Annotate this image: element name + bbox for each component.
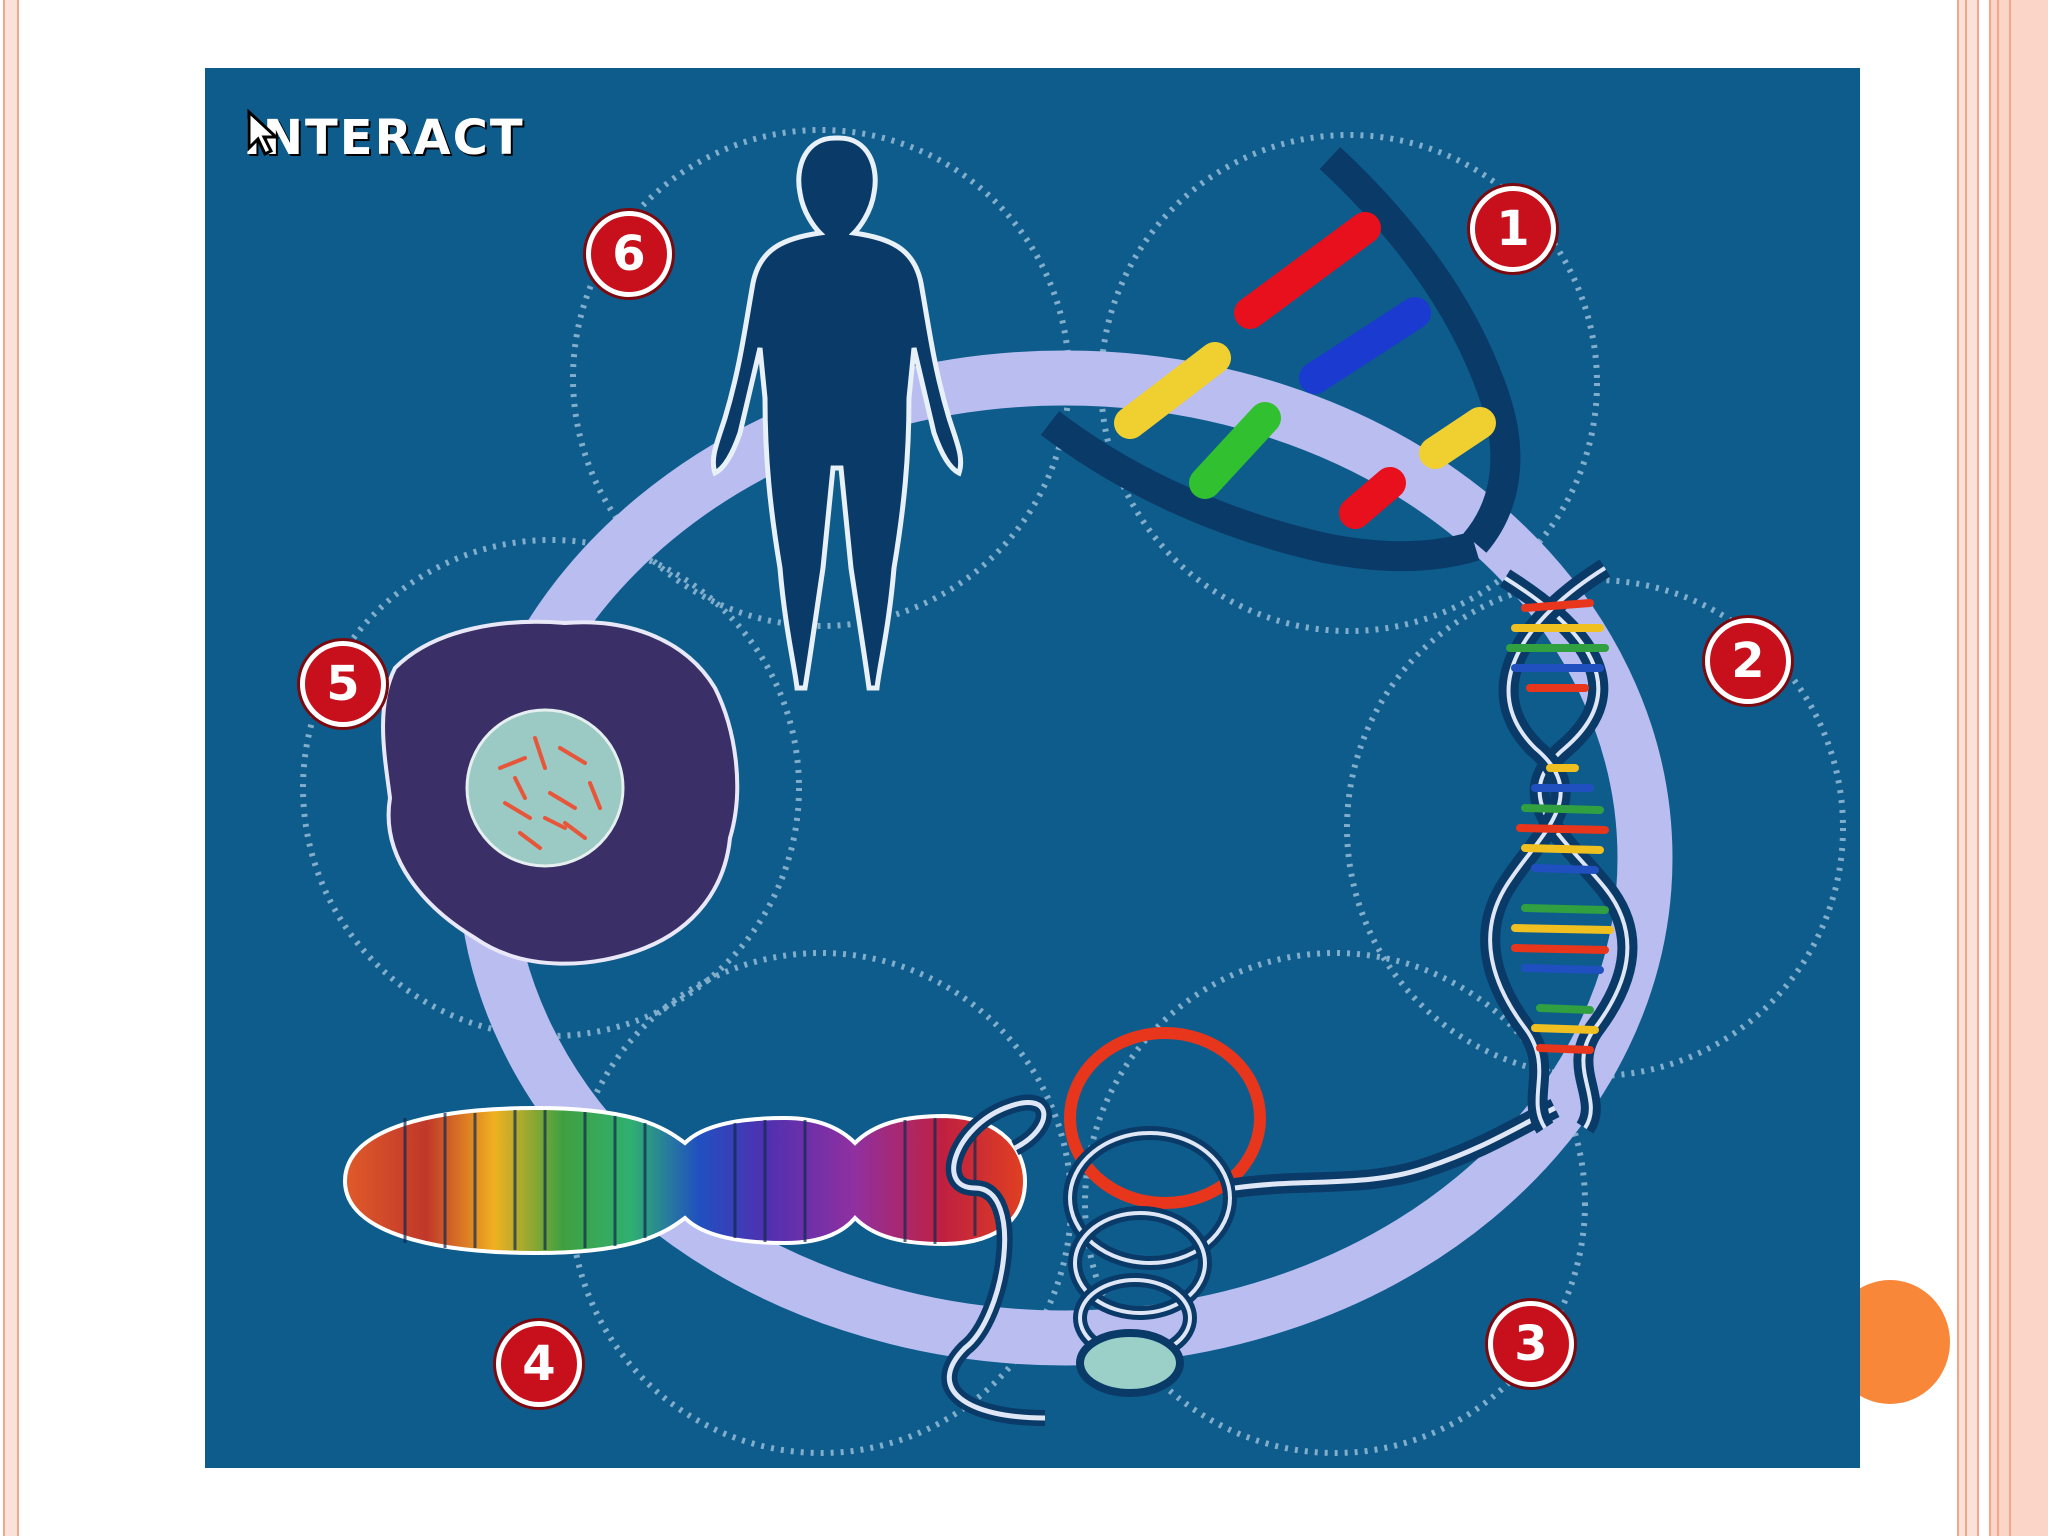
coiled-chromatin-icon <box>941 1027 1560 1426</box>
cell-nucleus-icon <box>381 619 740 966</box>
figure-artwork <box>300 127 1846 1456</box>
chromosome-icon <box>342 1105 1028 1256</box>
double-helix-icon <box>1480 559 1638 1134</box>
step-badge-4[interactable]: 4 <box>496 1321 582 1407</box>
step-badge-3[interactable]: 3 <box>1488 1301 1574 1387</box>
step-badge-5[interactable]: 5 <box>300 641 386 727</box>
interact-button[interactable]: INTERACT <box>243 108 525 168</box>
slide-left-border <box>3 0 19 1536</box>
slide-accent-dot <box>1860 1280 1950 1404</box>
step-badge-6[interactable]: 6 <box>586 211 672 297</box>
dna-nucleotide-pairs-icon <box>1040 147 1521 572</box>
step-badge-1[interactable]: 1 <box>1470 186 1556 272</box>
human-silhouette-icon <box>710 135 964 691</box>
slide-right-border <box>1957 0 2048 1536</box>
interact-label: INTERACT <box>243 110 525 166</box>
dna-to-organism-figure: INTERACT 1 2 3 4 5 6 <box>205 68 1860 1468</box>
cursor-arrow-icon <box>247 108 280 157</box>
step-badge-2[interactable]: 2 <box>1705 618 1791 704</box>
